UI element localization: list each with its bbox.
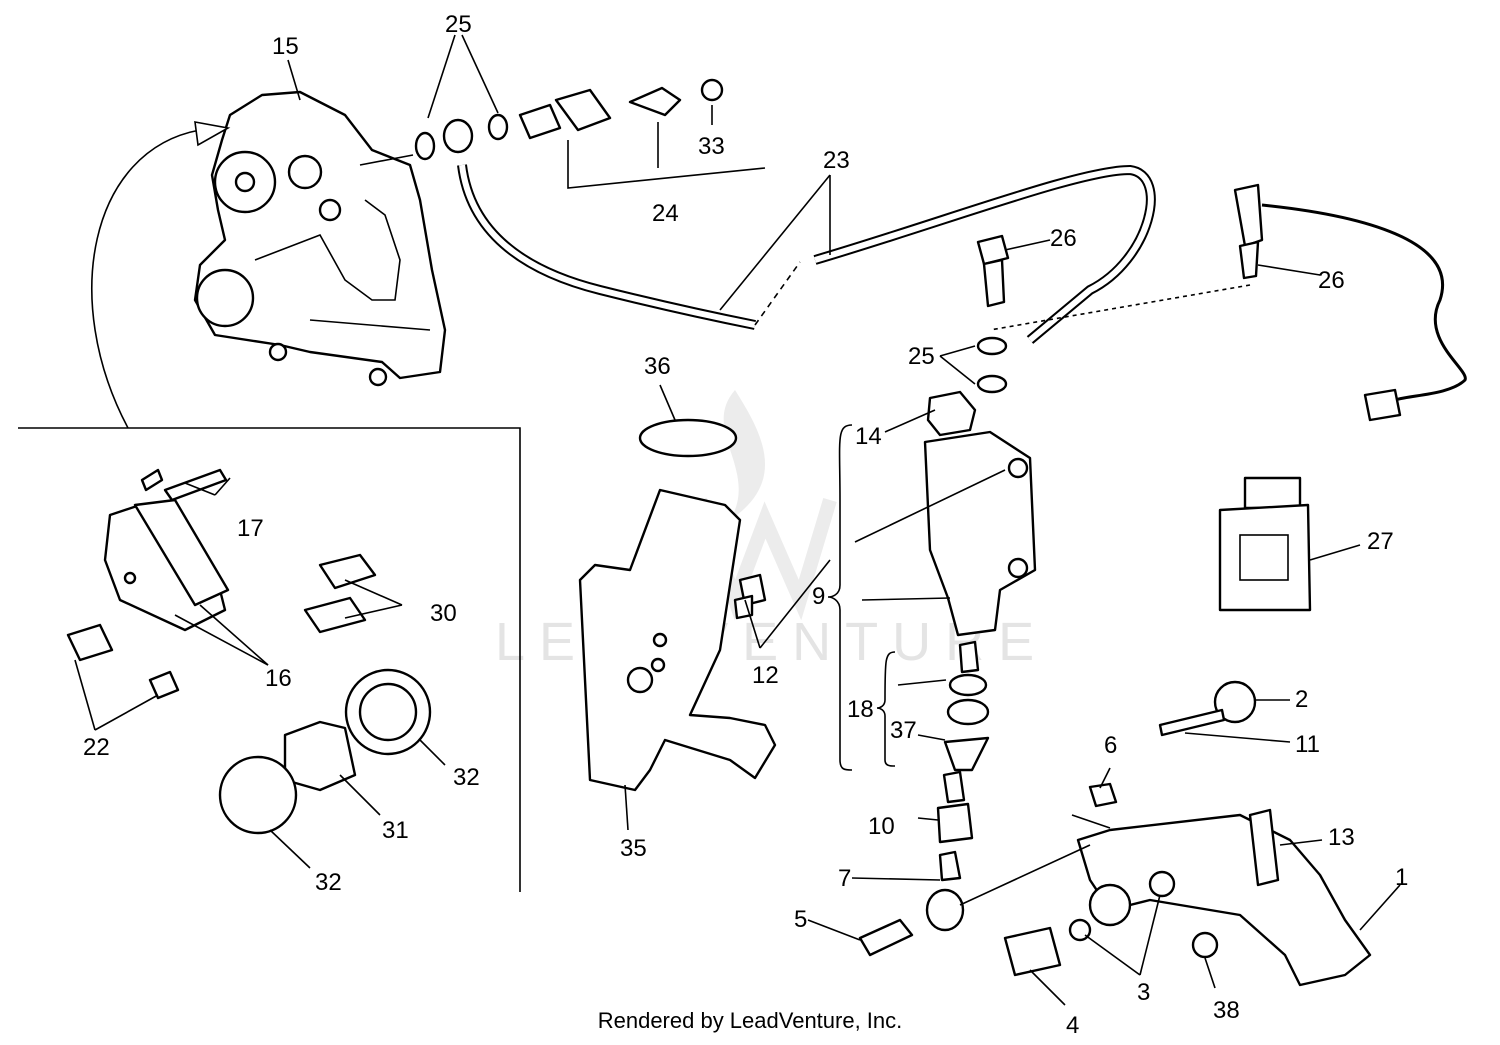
callout-2: 2 (1295, 686, 1308, 713)
callout-27: 27 (1367, 528, 1394, 555)
leader-7-link (959, 844, 1091, 906)
pad-arrow-head (194, 121, 231, 147)
callout-13: 13 (1328, 824, 1355, 851)
callout-12: 12 (752, 662, 779, 689)
callout-4: 4 (1066, 1012, 1079, 1039)
switch-dashed-line (989, 284, 1251, 331)
brake-fluid-bottle (1218, 476, 1312, 612)
leader-6-pedal (1071, 814, 1111, 829)
callout-17: 17 (237, 515, 264, 542)
leader-9-a (854, 469, 1006, 543)
callout-22: 22 (83, 734, 110, 761)
brake-caliper (193, 90, 447, 387)
callout-5: 5 (794, 906, 807, 933)
push-rod-assembly (936, 640, 990, 844)
footer-credit: Rendered by LeadVenture, Inc. (597, 1008, 903, 1033)
brake-pedal-assembly (858, 680, 1372, 987)
pad-pin (140, 468, 228, 502)
callout-9: 9 (812, 583, 825, 610)
callout-labels: 1 2 3 4 5 6 7 9 10 11 12 13 14 15 16 17 … (83, 11, 1408, 1039)
banjo-bolt-left (976, 234, 1010, 308)
brake-light-switch (1233, 183, 1467, 422)
callout-32-bottom: 32 (315, 869, 342, 896)
bushings (66, 623, 180, 700)
pad-spring (303, 553, 377, 634)
brace-18 (876, 651, 896, 767)
callout-30: 30 (430, 600, 457, 627)
callout-15: 15 (272, 33, 299, 60)
pad-kit-box (18, 427, 521, 892)
callout-14: 14 (855, 423, 882, 450)
callout-18: 18 (847, 696, 874, 723)
callout-6: 6 (1104, 732, 1117, 759)
callout-35: 35 (620, 835, 647, 862)
callout-7: 7 (838, 865, 851, 892)
callout-23: 23 (823, 147, 850, 174)
callout-36: 36 (644, 353, 671, 380)
leader-18 (897, 679, 947, 686)
callout-33: 33 (698, 133, 725, 160)
master-cylinder (923, 336, 1037, 637)
pad-arrow-line (91, 129, 201, 429)
leader-9-b (861, 597, 951, 601)
callout-32-right: 32 (453, 764, 480, 791)
reservoir-bracket (578, 418, 777, 792)
leader-lines (74, 34, 1401, 1006)
callout-3: 3 (1137, 979, 1150, 1006)
callout-31: 31 (382, 817, 409, 844)
callout-24: 24 (652, 200, 679, 227)
callout-1: 1 (1395, 864, 1408, 891)
callout-26-right: 26 (1318, 267, 1345, 294)
callout-26-left: 26 (1050, 225, 1077, 252)
brake-pads (103, 498, 230, 632)
leader-25-a (359, 154, 414, 166)
callout-10: 10 (868, 813, 895, 840)
callout-25-top: 25 (445, 11, 472, 38)
caliper-fittings (414, 78, 724, 161)
callout-11: 11 (1295, 731, 1320, 758)
piston-and-seals (218, 668, 432, 835)
callout-25-mid: 25 (908, 343, 935, 370)
brake-hose (457, 164, 1156, 344)
callout-37: 37 (890, 717, 917, 744)
brace-9 (827, 424, 853, 771)
callout-16: 16 (265, 665, 292, 692)
callout-38: 38 (1213, 997, 1240, 1024)
